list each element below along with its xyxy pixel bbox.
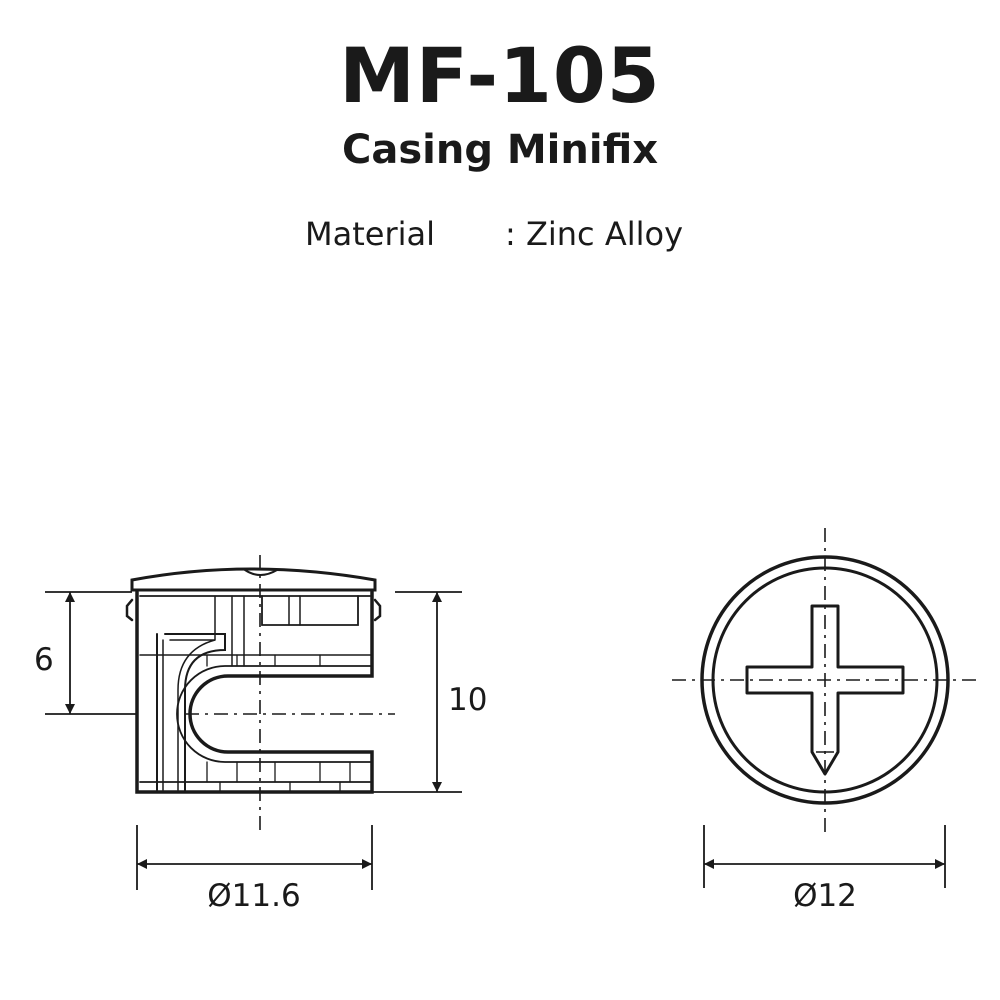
dimension-diameter-12 (703, 825, 946, 888)
side-view-cap (130, 567, 377, 592)
top-view-centerlines (672, 528, 980, 835)
side-view-centerlines (185, 555, 395, 835)
label-height-6: 6 (34, 642, 54, 678)
dimension-diameter-11-6 (136, 825, 373, 890)
label-diameter-11-6: Ø11.6 (207, 878, 300, 914)
side-view-body (135, 590, 374, 794)
product-code: MF-105 (339, 31, 661, 120)
side-view (125, 567, 382, 794)
product-name: Casing Minifix (341, 127, 659, 173)
dimension-height-10 (372, 591, 462, 793)
spec-material-value: : Zinc Alloy (505, 215, 683, 253)
dimension-height-6 (45, 591, 137, 715)
cross-slot (745, 604, 905, 776)
label-height-10: 10 (448, 682, 487, 718)
label-diameter-12: Ø12 (793, 878, 857, 914)
spec-material-label: Material (305, 215, 435, 253)
